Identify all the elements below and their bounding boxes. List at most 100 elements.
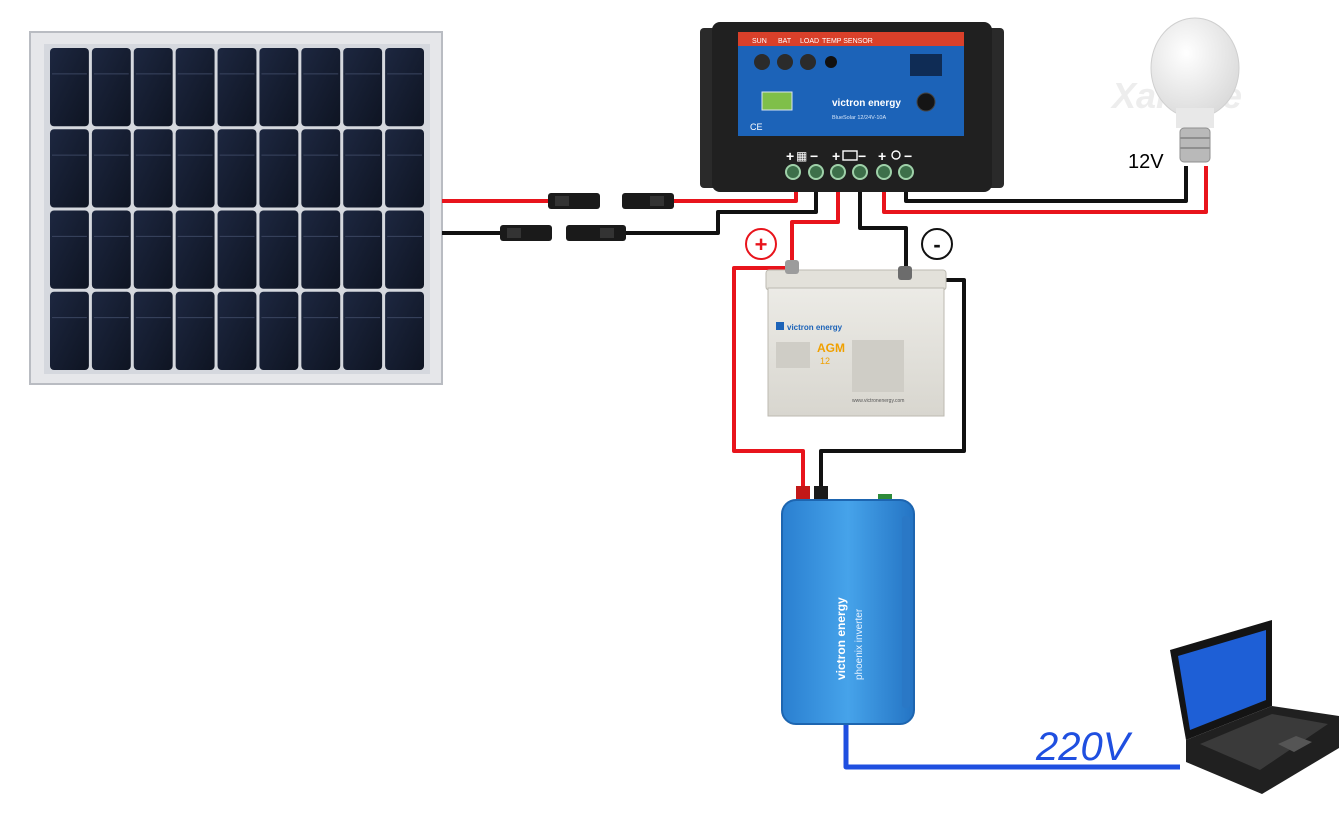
laptop [1170, 620, 1339, 794]
solar-cell [91, 48, 131, 127]
inverter-side-rib [902, 516, 910, 708]
solar-cell [175, 129, 215, 208]
label-temp-sensor: TEMP SENSOR [822, 38, 873, 45]
controller-face [738, 32, 964, 136]
solar-terminal-icon: ▦ [796, 149, 807, 163]
battery-spec-text-left [776, 342, 810, 368]
bulb-voltage-label: 12V [1128, 151, 1164, 173]
led-sun [754, 54, 770, 70]
solar-cell [133, 48, 173, 127]
battery-level-graphic [761, 91, 793, 111]
laptop-screen [1178, 630, 1266, 730]
mc4-connector-negative-female [566, 225, 626, 241]
solar-cell [301, 48, 341, 127]
controller-ce-mark: CE [750, 122, 763, 132]
solar-cell [259, 129, 299, 208]
screw-terminal-5 [876, 164, 892, 180]
screw-terminal-2 [808, 164, 824, 180]
solar-cell [175, 291, 215, 370]
wire-battery-positive [790, 172, 840, 268]
wire-inverter-negative [819, 278, 966, 490]
laptop-keyboard [1200, 714, 1328, 770]
screw-terminal-3 [830, 164, 846, 180]
mc4-connectors [500, 193, 674, 241]
controller-label-strip [738, 32, 964, 46]
solar-cell [175, 210, 215, 289]
label-sun: SUN [752, 38, 767, 45]
terminal-solar-minus: − [810, 148, 818, 164]
temp-sensor-port [825, 56, 837, 68]
led-load [800, 54, 816, 70]
light-bulb: XanLite 12V [1110, 17, 1242, 173]
wire-panel-negative-b [626, 172, 818, 235]
solar-cell [385, 129, 424, 208]
battery-type: AGM [817, 341, 845, 355]
battery: victron energy AGM 12 www.victronenergy.… [765, 260, 947, 417]
solar-cell [217, 210, 257, 289]
label-load: LOAD [800, 38, 819, 45]
controller-display [910, 54, 942, 76]
terminal-load-minus: − [904, 148, 912, 164]
bulb-glass [1150, 17, 1240, 119]
solar-cell [91, 129, 131, 208]
wire-inverter-positive [732, 266, 805, 490]
solar-cell [385, 48, 424, 127]
screw-terminal-4 [852, 164, 868, 180]
controller-model-line: BlueSolar 12/24V-10A [832, 115, 886, 121]
charge-controller: SUN BAT LOAD TEMP SENSOR victron energy … [700, 22, 1004, 192]
battery-terminal-icon [842, 150, 858, 161]
ac-voltage-label: 220V [1035, 725, 1133, 769]
bulb-base [1179, 127, 1211, 163]
solar-cell [133, 210, 173, 289]
inverter-model: phoenix inverter [854, 608, 865, 680]
inverter-body [781, 499, 915, 725]
solar-cell [217, 291, 257, 370]
battery-brand-logo [776, 322, 784, 330]
solar-cell [50, 129, 89, 208]
inverter: victron energy phoenix inverter [781, 486, 915, 725]
battery-brand: victron energy [787, 323, 843, 332]
solar-cell [133, 129, 173, 208]
solar-cell [259, 210, 299, 289]
positive-marker: + [745, 228, 777, 260]
wire-ac-output [843, 722, 1180, 770]
solar-cell [343, 210, 383, 289]
solar-cell [343, 129, 383, 208]
terminal-battery-plus: + [832, 148, 840, 164]
inverter-brand: victron energy [834, 597, 848, 680]
negative-marker: - [921, 228, 953, 260]
mc4-connector-negative-male [500, 225, 552, 241]
controller-button[interactable] [916, 92, 936, 112]
solar-cells [50, 48, 424, 370]
solar-cell [385, 291, 424, 370]
solar-cell [259, 48, 299, 127]
solar-cell [301, 210, 341, 289]
laptop-touchpad [1278, 736, 1312, 752]
battery-website: www.victronenergy.com [852, 398, 904, 404]
solar-cell [91, 210, 131, 289]
led-bat [777, 54, 793, 70]
svg-text:-: - [933, 232, 940, 257]
solar-cell [301, 129, 341, 208]
solar-cell [301, 291, 341, 370]
solar-cell [385, 210, 424, 289]
terminal-solar-plus: + [786, 148, 794, 164]
controller-screw-terminals [785, 164, 914, 180]
solar-cell [50, 291, 89, 370]
battery-voltage: 12 [820, 356, 830, 366]
screw-terminal-6 [898, 164, 914, 180]
solar-cell [217, 129, 257, 208]
solar-cell [343, 291, 383, 370]
terminal-load-plus: + [878, 148, 886, 164]
battery-negative-post [898, 266, 912, 280]
bulb-neck [1176, 108, 1214, 128]
mc4-connector-positive-male [548, 193, 600, 209]
bulb-terminal-icon [891, 150, 901, 160]
solar-cell [217, 48, 257, 127]
solar-cell [91, 291, 131, 370]
solar-cell [343, 48, 383, 127]
battery-spec-text-right [852, 340, 904, 392]
mc4-connector-positive-female [622, 193, 674, 209]
controller-brand: victron energy [832, 98, 901, 109]
